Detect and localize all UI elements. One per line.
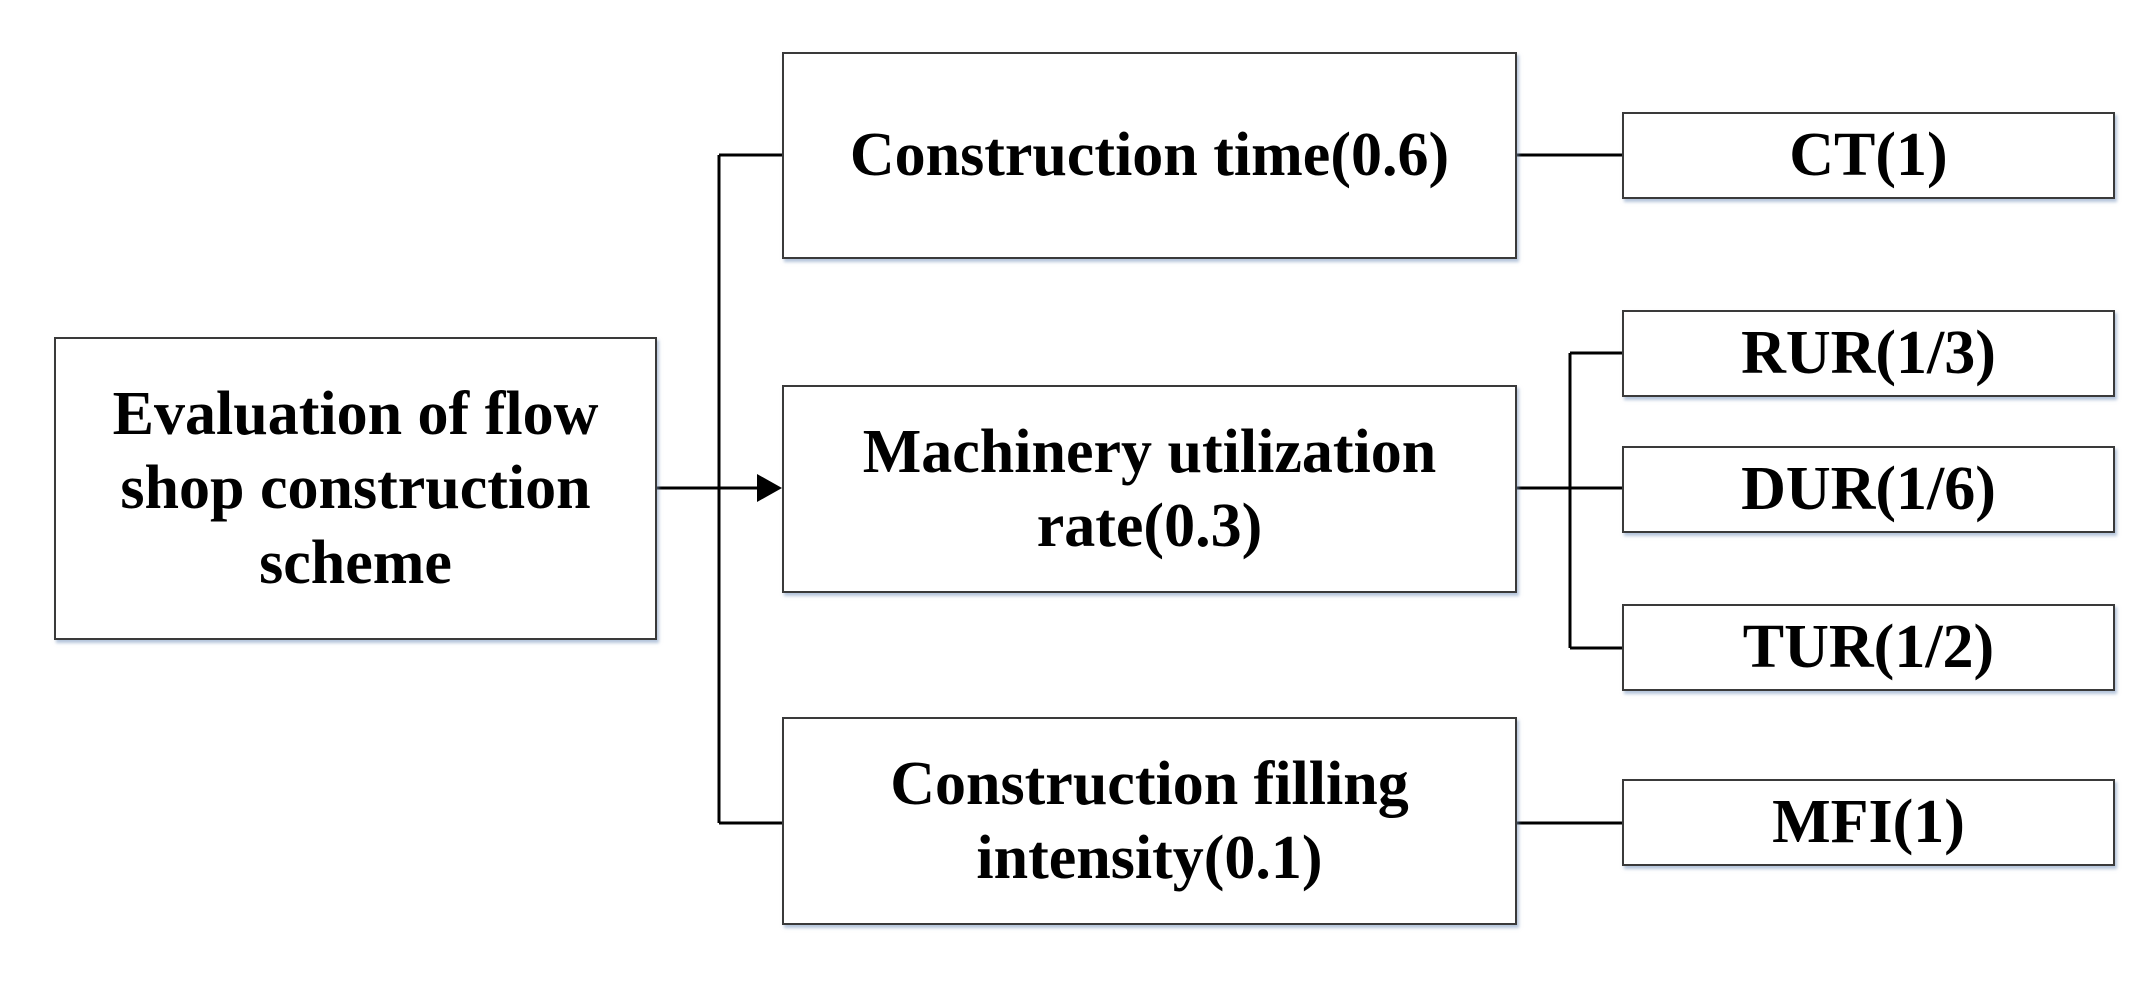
root-node-line-2: shop construction xyxy=(120,454,591,523)
criterion-node-construction-filling: Construction filling intensity(0.1) xyxy=(782,717,1517,925)
indicator-node-ct: CT(1) xyxy=(1622,112,2115,199)
indicator-ct-label: CT(1) xyxy=(1789,121,1948,190)
criterion-filling-line-1: Construction filling xyxy=(890,749,1409,818)
indicator-dur-label: DUR(1/6) xyxy=(1741,455,1996,524)
root-node-line-3: scheme xyxy=(259,528,452,597)
arrow-head xyxy=(757,474,782,502)
root-node-line-1: Evaluation of flow xyxy=(112,379,599,448)
criterion-node-construction-time: Construction time(0.6) xyxy=(782,52,1517,259)
indicator-node-tur: TUR(1/2) xyxy=(1622,604,2115,691)
indicator-tur-label: TUR(1/2) xyxy=(1742,613,1995,682)
criterion-node-machinery-utilization: Machinery utilization rate(0.3) xyxy=(782,385,1517,593)
indicator-node-dur: DUR(1/6) xyxy=(1622,446,2115,533)
criterion-filling-line-2: intensity(0.1) xyxy=(976,824,1323,892)
criterion-machinery-line-1: Machinery utilization xyxy=(862,417,1437,486)
criterion-machinery-line-2: rate(0.3) xyxy=(1036,492,1263,560)
indicator-rur-label: RUR(1/3) xyxy=(1741,319,1996,388)
root-node-evaluation: Evaluation of flow shop construction sch… xyxy=(54,337,657,640)
indicator-node-mfi: MFI(1) xyxy=(1622,779,2115,866)
criterion-time-line-1: Construction time(0.6) xyxy=(849,121,1450,190)
indicator-node-rur: RUR(1/3) xyxy=(1622,310,2115,397)
indicator-mfi-label: MFI(1) xyxy=(1772,788,1965,857)
